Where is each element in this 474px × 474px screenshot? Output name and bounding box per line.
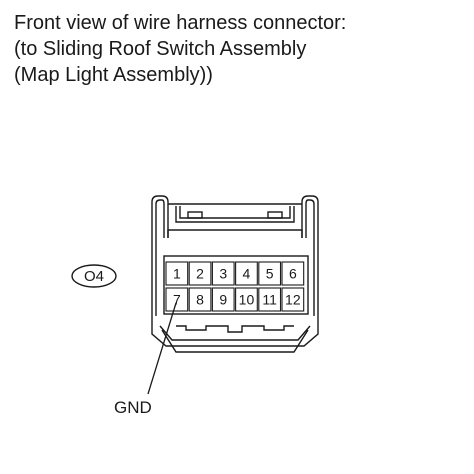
pin-box	[211, 261, 235, 286]
pin-number: 5	[266, 266, 274, 282]
gnd-leader-line	[147, 302, 177, 395]
pin-number: 8	[196, 292, 204, 308]
pin-box	[281, 287, 305, 312]
pin-number: 3	[219, 266, 227, 282]
pin-number: 9	[219, 292, 227, 308]
pin-box	[258, 287, 282, 312]
connector-code-label: O4	[84, 268, 104, 285]
pin-cell-9: 9	[211, 287, 235, 312]
pin-box	[188, 287, 212, 312]
connector-housing	[151, 195, 319, 353]
pin-number: 10	[239, 292, 255, 308]
pin-cell-12: 12	[281, 287, 305, 312]
pin-number: 2	[196, 266, 204, 282]
pin-cell-6: 6	[281, 261, 305, 286]
pin-box	[188, 261, 212, 286]
caption-line-3: (Map Light Assembly))	[14, 64, 213, 86]
caption-line-1: Front view of wire harness connector:	[14, 12, 347, 34]
pin-number: 6	[289, 266, 297, 282]
pin-cell-5: 5	[258, 261, 282, 286]
pin-box	[281, 261, 305, 286]
caption-line-2: (to Sliding Roof Switch Assembly	[14, 38, 307, 60]
left-latch	[151, 195, 169, 318]
pin-number: 4	[243, 266, 251, 282]
pin-box	[165, 287, 189, 312]
bottom-key-notches	[176, 325, 294, 333]
pin-cell-1: 1	[165, 261, 189, 286]
pin-box	[211, 287, 235, 312]
cavity-frame	[163, 255, 309, 315]
pin-number: 11	[262, 292, 277, 308]
pin-box	[235, 261, 258, 286]
pin-cell-2: 2	[188, 261, 212, 286]
connector-code-badge: O4	[71, 264, 117, 288]
pin-number: 12	[285, 292, 301, 308]
pin-box	[165, 261, 189, 286]
pin-cell-4: 4	[235, 261, 258, 286]
lock-tab-left	[187, 211, 203, 219]
right-latch	[301, 195, 319, 318]
diagram-caption: Front view of wire harness connector: (t…	[14, 10, 464, 88]
pin-cell-10: 10	[235, 287, 258, 312]
lock-tab-right	[267, 211, 283, 219]
pin-box	[258, 261, 282, 286]
pin-cell-8: 8	[188, 287, 212, 312]
pin-cell-7: 7	[165, 287, 189, 312]
pin-box	[235, 287, 258, 312]
gnd-label: GND	[114, 398, 152, 417]
pin-number: 7	[173, 292, 181, 308]
pin-number: 1	[173, 266, 181, 282]
pin-cell-11: 11	[258, 287, 282, 312]
pin-cell-3: 3	[211, 261, 235, 286]
connector-body	[151, 318, 319, 347]
